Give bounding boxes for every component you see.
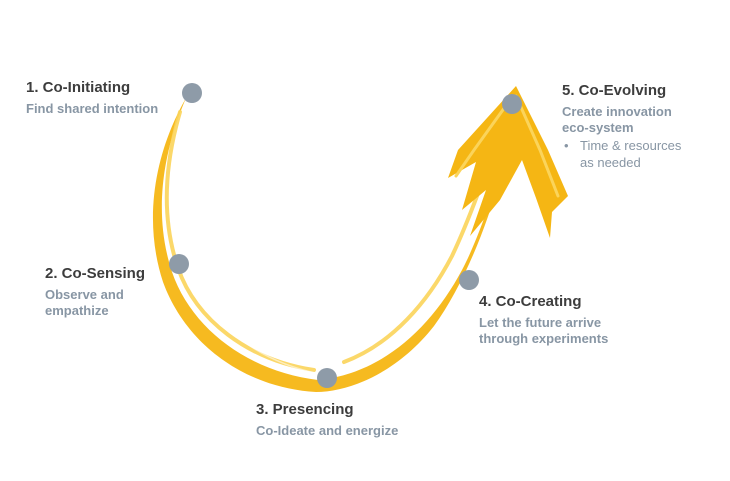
stage-3-title: 3. Presencing (256, 401, 354, 418)
stage-1-node (182, 83, 202, 103)
arrow-brush-streak-3 (180, 107, 321, 375)
stage-3-description: Co-Ideate and energize (256, 423, 398, 439)
stage-2-description: Observe and empathize (45, 287, 145, 320)
stage-5-label: 5. Co-Evolving Create innovation eco-sys… (562, 82, 681, 171)
stage-5-description-line-2: eco-system (562, 120, 634, 135)
bullet-symbol: • (564, 138, 569, 154)
stage-5-bullet-line-1: Time & resources (580, 138, 682, 154)
stage-2-node (169, 254, 189, 274)
stage-3-label: 3. Presencing Co-Ideate and energize (256, 401, 398, 439)
stage-5-description-line-1: Create innovation (562, 103, 672, 119)
stage-2-label: 2. Co-Sensing Observe and empathize (45, 265, 145, 319)
stage-5-description: Create innovation eco-system (562, 104, 681, 137)
stage-4-description-line-1: Let the future arrive (479, 314, 602, 330)
arrow-brush-streak (164, 110, 316, 372)
stage-2-description-line-1: Observe and (45, 286, 124, 302)
arrow-head (448, 86, 568, 238)
stage-4-node (459, 270, 479, 290)
stage-5-node (502, 94, 522, 114)
arrow-head-streak (514, 94, 560, 198)
arrow-head-streak-2 (454, 98, 512, 178)
stage-2-title: 2. Co-Sensing (45, 265, 146, 282)
stage-3-description-line: Co-Ideate and energize (256, 422, 399, 438)
stage-5-title: 5. Co-Evolving (562, 82, 667, 99)
stage-1-description-line: Find shared intention (26, 100, 159, 116)
stage-1-label: 1. Co-Initiating Find shared intention (26, 79, 158, 117)
stage-5-bullet-line-2: as needed (580, 154, 641, 170)
stage-3-node (317, 368, 337, 388)
stage-1-title: 1. Co-Initiating (26, 79, 131, 96)
stage-4-description: Let the future arrive through experiment… (479, 315, 608, 348)
stage-4-description-line-2: through experiments (479, 331, 609, 346)
stage-4-title: 4. Co-Creating (479, 293, 582, 310)
arrow-body (152, 98, 516, 392)
stage-5-bullet: • Time & resources as needed (562, 138, 681, 171)
stage-1-description: Find shared intention (26, 101, 158, 117)
stage-2-description-line-2: empathize (45, 303, 109, 318)
stage-4-label: 4. Co-Creating Let the future arrive thr… (479, 293, 608, 347)
